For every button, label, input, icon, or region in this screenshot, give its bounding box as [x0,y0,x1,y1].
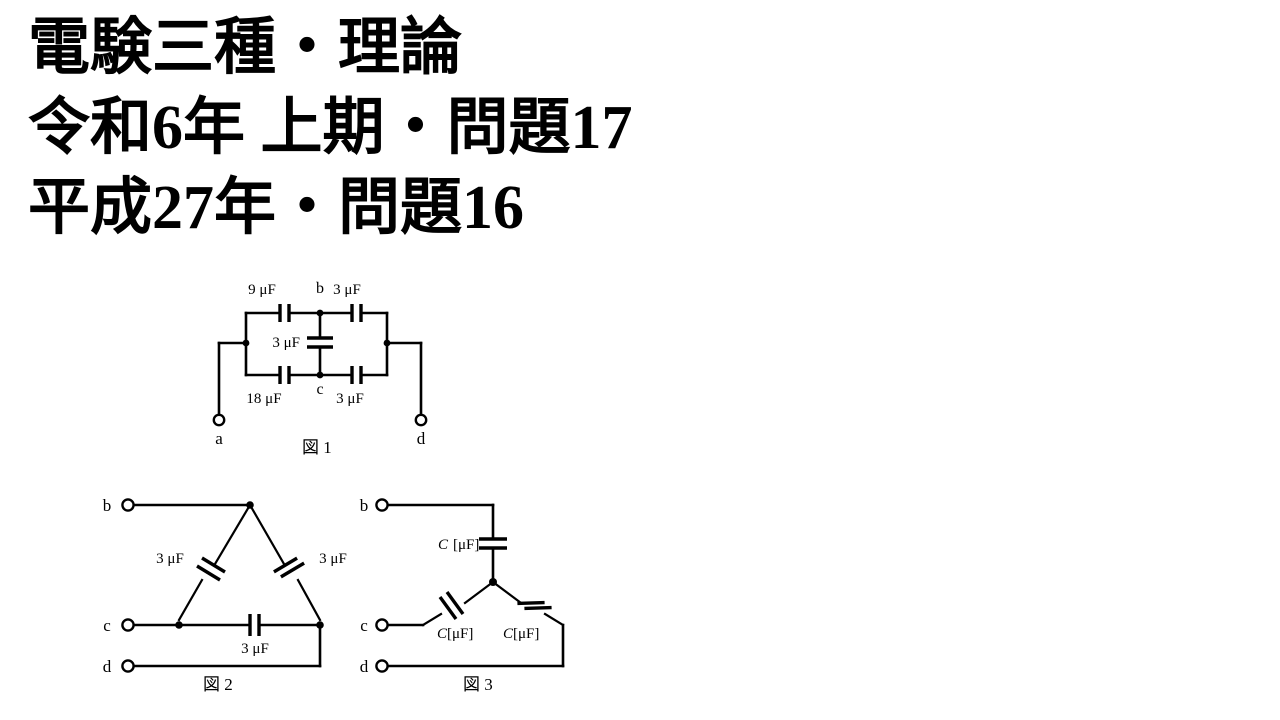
terminal-d-circle[interactable] [414,413,428,427]
wire-leftleg-lower [177,578,204,622]
terminal-c3-label: c [360,616,368,635]
cap-18uf-label: 18 μF [246,391,281,407]
terminal-d-label: d [417,429,426,448]
terminal-d2-label: d [103,657,112,676]
figure-3-caption: 図 3 [463,675,493,694]
terminal-b-circle[interactable] [121,498,135,512]
cap-bc-plate-a [201,556,226,574]
terminal-b3-circle[interactable] [375,498,389,512]
terminal-c-label: c [103,616,111,635]
figure-2-delta-circuit: b 3 μF 3 μF c 3 μ [85,485,355,700]
terminal-b-label: b [103,496,112,515]
wire-rightleg-lower [296,578,322,622]
figure-1-svg: 9 μF 3 μF b 3 μF 18 μF [212,280,428,448]
terminal-c-circle[interactable] [121,618,135,632]
cap-b3-symbol: C [438,537,449,553]
cap-d3-plate-a [517,600,545,606]
wire-leftleg-upper [213,503,252,566]
cap-bc-label: 3 μF [156,551,184,567]
cap-c3-unit: [μF] [447,626,473,642]
page-title: 電験三種・理論 令和6年 上期・問題17 平成27年・問題16 [28,8,928,248]
figure-1-bridge-circuit: 9 μF 3 μF b 3 μF 18 μF [190,268,450,468]
cap-cd-label: 3 μF [241,641,269,657]
cap-d3-symbol: C [503,626,514,642]
terminal-b3-label: b [360,496,369,515]
cap-c3-plate-b [438,596,458,620]
wire-c3-slant-upper [463,580,495,605]
cap-c3-plate-a [445,591,465,615]
title-line-3: 平成27年・問題16 [28,174,525,242]
cap-c3-symbol: C [437,626,448,642]
cap-3uf-mid-label: 3 μF [272,335,300,351]
terminal-d3-label: d [360,657,369,676]
wire-d3-slant-upper [491,580,523,605]
terminal-a-label: a [215,429,223,448]
terminal-d-circle[interactable] [121,659,135,673]
node-c-dot [316,371,324,379]
wire-rightleg-upper [248,503,286,566]
node-b-label: b [316,280,324,297]
cap-bd-label: 3 μF [319,551,347,567]
cap-9uf-label: 9 μF [248,282,276,298]
cap-bc-plate-b [196,564,221,582]
cap-d3-unit: [μF] [513,626,539,642]
figure-3-star-circuit: b C [μF] c C [μF] [355,485,635,700]
node-c-label: c [316,381,323,398]
terminal-c3-circle[interactable] [375,618,389,632]
cap-b3-unit: [μF] [453,537,479,553]
cap-bd-plate-a [273,556,298,574]
title-line-1: 電験三種・理論 [28,14,463,82]
cap-3uf-top-label: 3 μF [333,282,361,298]
cap-3uf-bottom-label: 3 μF [336,391,364,407]
terminal-d3-circle[interactable] [375,659,389,673]
cap-bd-plate-b [280,561,305,579]
cap-d3-plate-b [524,605,552,611]
wire-c3-slant-lower [421,612,443,627]
figure-1-caption: 図 1 [302,438,332,457]
terminal-a-circle[interactable] [212,413,226,427]
junction-left-dot [242,339,250,347]
figure-2-caption: 図 2 [203,675,233,694]
wire-d3-slant-lower [543,612,565,627]
junction-right-dot [383,339,391,347]
figure-2-svg: b 3 μF 3 μF c 3 μ [103,496,347,676]
title-line-2: 令和6年 上期・問題17 [28,94,633,162]
figure-3-svg: b C [μF] c C [μF] [360,496,565,676]
